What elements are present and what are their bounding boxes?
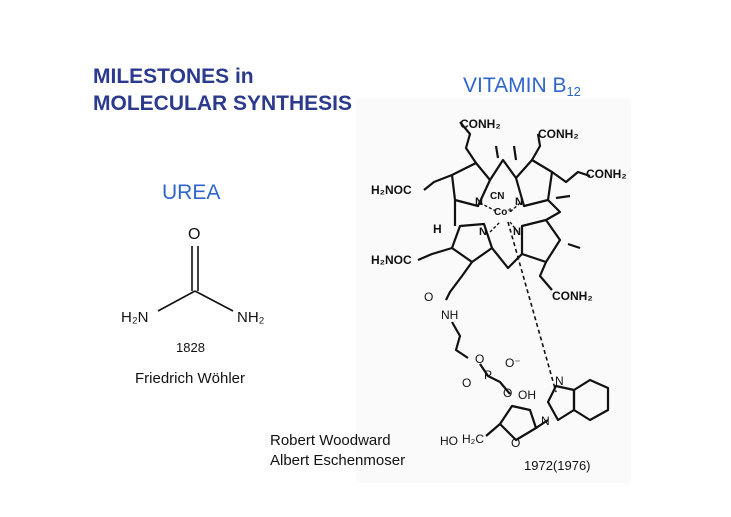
ring-d <box>450 222 494 264</box>
co-n-bond-2 <box>509 202 521 213</box>
ribose-imidazole-bond <box>535 419 549 429</box>
label-cn: CN <box>490 191 505 202</box>
label-o-ring: O <box>511 436 521 450</box>
bridge-top <box>489 158 517 181</box>
label-conh2-top: CONH₂ <box>460 117 501 131</box>
label-o-amide: O <box>424 290 434 304</box>
methyl-2 <box>512 145 518 161</box>
co-benzimidazole-bond <box>507 221 557 393</box>
urea-year: 1828 <box>176 340 205 355</box>
urea-bond-left <box>157 290 196 312</box>
label-o-link: O <box>503 386 513 400</box>
ribose-ch2 <box>485 423 501 437</box>
vitamin-heading: VITAMIN B12 <box>463 74 581 99</box>
structure-panel <box>356 98 631 483</box>
vitamin-year: 1972(1976) <box>524 458 591 473</box>
vitamin-chemist-1: Robert Woodward <box>270 432 391 449</box>
urea-atom-h2n: H₂N <box>121 309 149 326</box>
label-conh2-topright: CONH₂ <box>538 127 579 141</box>
ribose-ring <box>498 404 538 442</box>
label-oh: OH <box>518 388 536 402</box>
label-conh2-right: CONH₂ <box>586 167 627 181</box>
chain-amide <box>445 261 473 301</box>
title-line-2: MOLECULAR SYNTHESIS <box>93 92 353 115</box>
co-n-bond-4 <box>509 221 519 233</box>
page-title: MILESTONES in MOLECULAR SYNTHESIS <box>93 63 352 117</box>
urea-bond-right <box>194 290 234 312</box>
urea-heading: UREA <box>162 181 221 204</box>
label-ho: HO <box>440 434 458 448</box>
chain-lowerright <box>538 261 553 291</box>
methyl-4 <box>555 194 571 200</box>
label-n2: N <box>515 196 523 208</box>
chain-phosphate <box>479 363 511 395</box>
co-n-bond-3 <box>489 221 501 233</box>
label-co: Co⁺ <box>494 207 513 218</box>
label-h2c: H₂C <box>462 432 484 446</box>
chain-top <box>459 121 477 164</box>
chain-upperleft <box>423 173 453 191</box>
label-n3: N <box>479 226 487 238</box>
benzene-ring <box>572 378 610 422</box>
vitamin-subscript: 12 <box>566 84 581 99</box>
chain-propanol <box>451 321 469 359</box>
chain-lowerleft <box>417 246 453 262</box>
label-n-imid1: N <box>555 374 564 388</box>
bridge-bottom <box>491 247 523 270</box>
ring-b <box>514 158 554 208</box>
chain-topright <box>531 133 542 161</box>
label-n4: N <box>513 226 521 238</box>
ring-a <box>450 161 492 208</box>
chain-right <box>551 170 591 184</box>
label-n1: N <box>475 196 483 208</box>
vitamin-name: VITAMIN B <box>463 74 567 97</box>
urea-atom-o: O <box>188 226 201 243</box>
ring-c <box>520 218 562 264</box>
label-h2noc-lower: H₂NOC <box>371 253 412 267</box>
label-o-ester: O <box>475 352 485 366</box>
label-h2noc-upper: H₂NOC <box>371 183 412 197</box>
label-p: P <box>484 368 493 382</box>
label-conh2-lower: CONH₂ <box>552 289 593 303</box>
urea-chemist: Friedrich Wöhler <box>135 370 246 387</box>
urea-atom-nh2: NH₂ <box>237 309 265 326</box>
label-n-imid2: N <box>541 414 550 428</box>
label-nh: NH <box>441 308 459 322</box>
label-o-minus: O⁻ <box>505 356 521 370</box>
vitamin-chemist-2: Albert Eschenmoser <box>270 452 406 469</box>
label-o-double: O <box>462 376 472 390</box>
co-n-bond-1 <box>479 202 499 213</box>
bridge-right <box>545 199 562 221</box>
methyl-1 <box>494 145 500 159</box>
title-line-1: MILESTONES in <box>93 65 254 88</box>
label-h: H <box>433 222 442 236</box>
methyl-3 <box>567 242 581 250</box>
